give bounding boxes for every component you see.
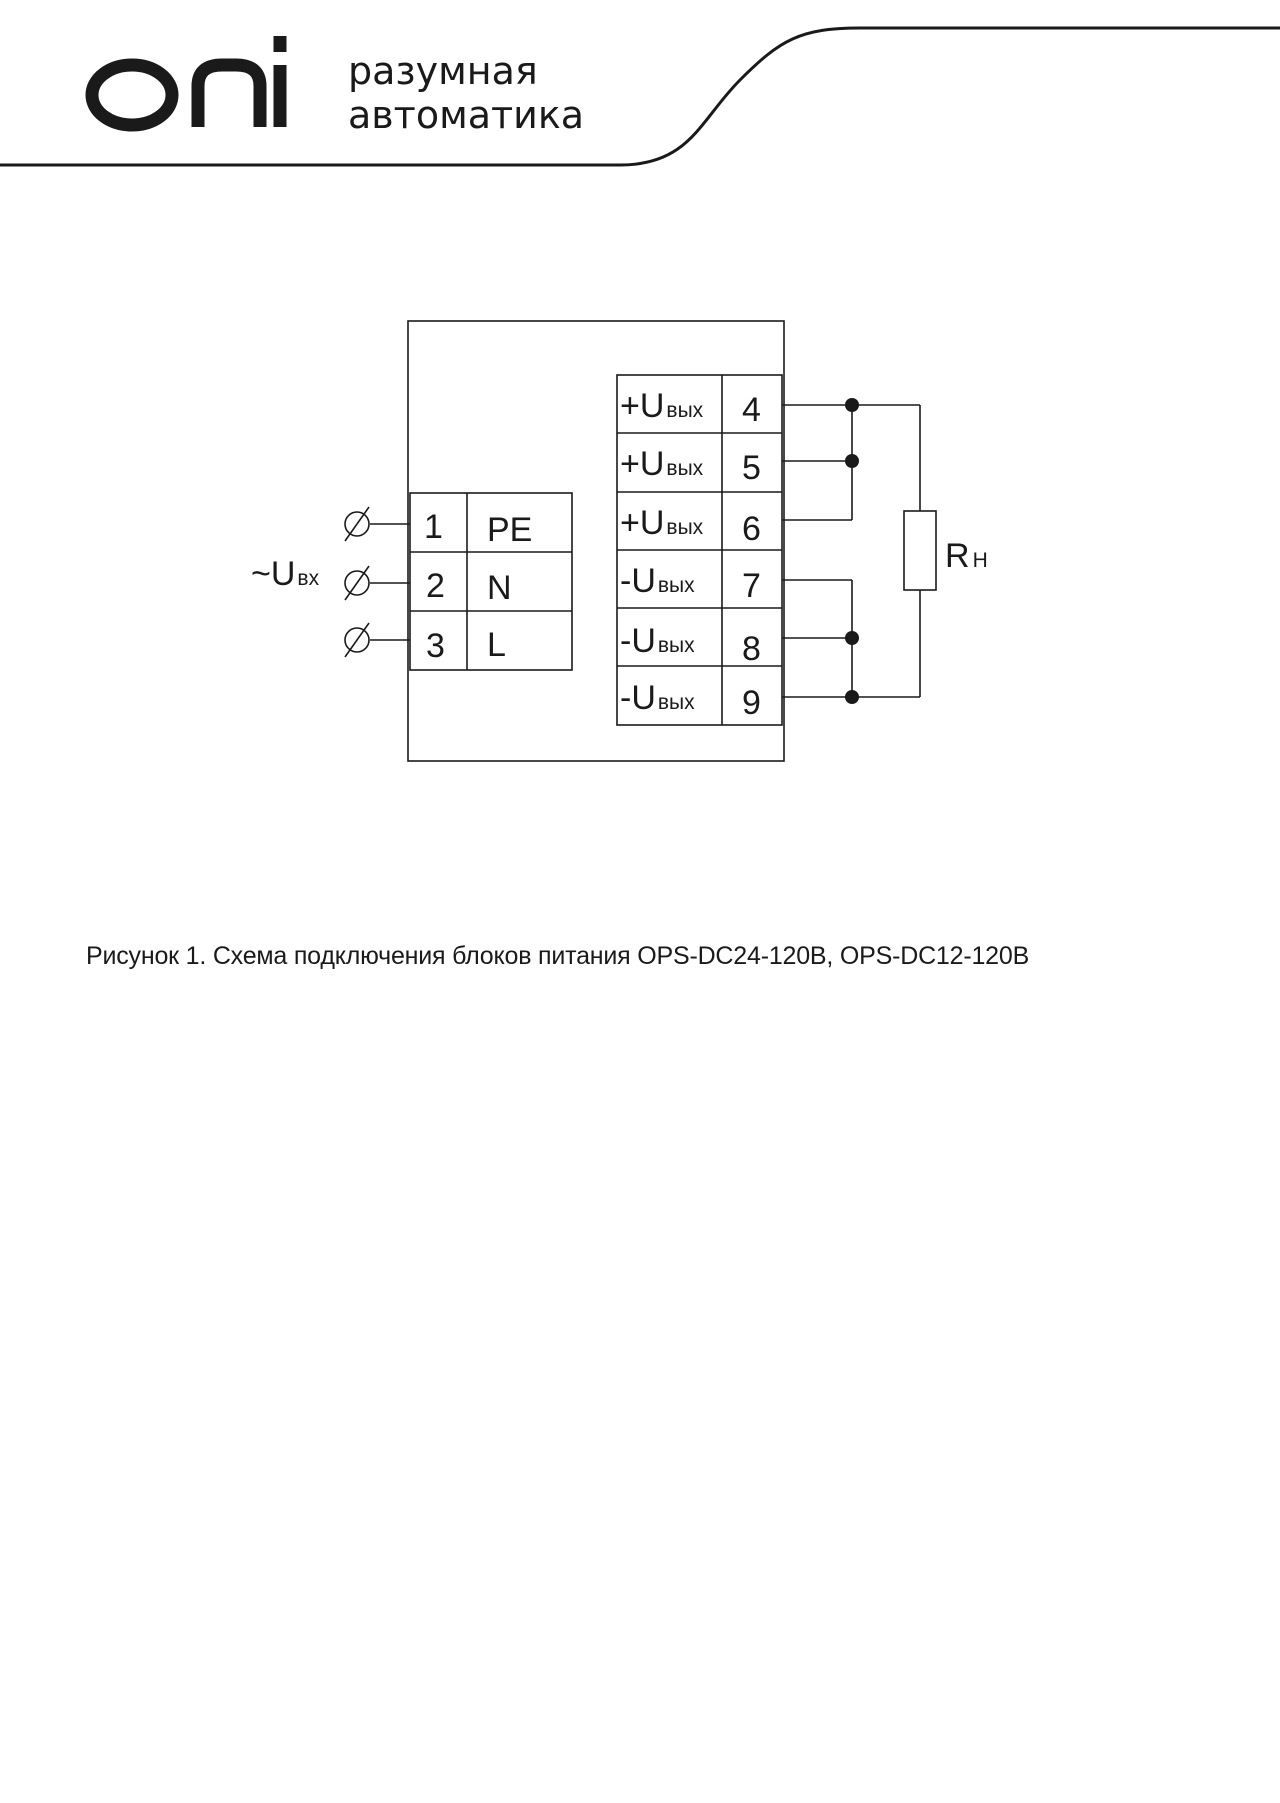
header-curve-line	[0, 26, 1280, 167]
wiring-diagram: 1 PE 2 N 3 L ~Uвх +Uвых 4 +Uвых 5 +Uв	[251, 320, 988, 762]
input-clamp-1-icon	[344, 506, 370, 542]
output-terminal-9-sign: -Uвых	[620, 679, 695, 717]
output-terminal-block: +Uвых 4 +Uвых 5 +Uвых 6 -Uвых 7 -Uвых 8 …	[616, 374, 783, 726]
output-terminal-4-num: 4	[742, 391, 761, 429]
output-terminal-6-sign: +Uвых	[620, 504, 704, 542]
input-terminal-1-label: PE	[487, 511, 532, 549]
output-terminal-6-num: 6	[742, 510, 761, 548]
output-terminal-8-sign: -Uвых	[620, 622, 695, 660]
output-terminal-7-sign: -Uвых	[620, 562, 695, 600]
input-terminal-3-label: L	[487, 626, 506, 664]
input-terminal-2-num: 2	[426, 567, 445, 605]
figure-caption: Рисунок 1. Схема подключения блоков пита…	[86, 942, 1030, 970]
input-wires	[370, 523, 410, 641]
output-terminal-8-num: 8	[742, 630, 761, 668]
tagline-line2: автоматика	[348, 93, 584, 137]
input-voltage-label: ~Uвх	[251, 555, 320, 593]
header: oni разумная автоматика	[0, 26, 1280, 167]
input-terminal-block: 1 PE 2 N 3 L	[409, 492, 573, 671]
oni-logo: oni	[85, 36, 287, 132]
output-terminal-5-sign: +Uвых	[620, 445, 704, 483]
input-clamp-3-icon	[344, 622, 370, 658]
input-voltage-sub: вх	[297, 567, 319, 590]
output-terminal-9-num: 9	[742, 684, 761, 722]
input-clamp-2-icon	[344, 565, 370, 601]
output-terminal-7-num: 7	[742, 567, 761, 605]
input-terminal-1-num: 1	[424, 508, 443, 546]
negative-output-wiring	[782, 579, 921, 704]
output-terminal-4-sign: +Uвых	[620, 387, 704, 425]
input-terminal-2-label: N	[487, 569, 512, 607]
output-terminal-5-num: 5	[742, 449, 761, 487]
power-supply-housing	[407, 320, 785, 762]
load-resistor-icon	[903, 510, 937, 591]
input-terminal-3-num: 3	[426, 627, 445, 665]
positive-output-wiring	[782, 398, 921, 521]
load-resistor-sub: Н	[973, 549, 988, 572]
tagline-line1: разумная	[348, 49, 538, 93]
